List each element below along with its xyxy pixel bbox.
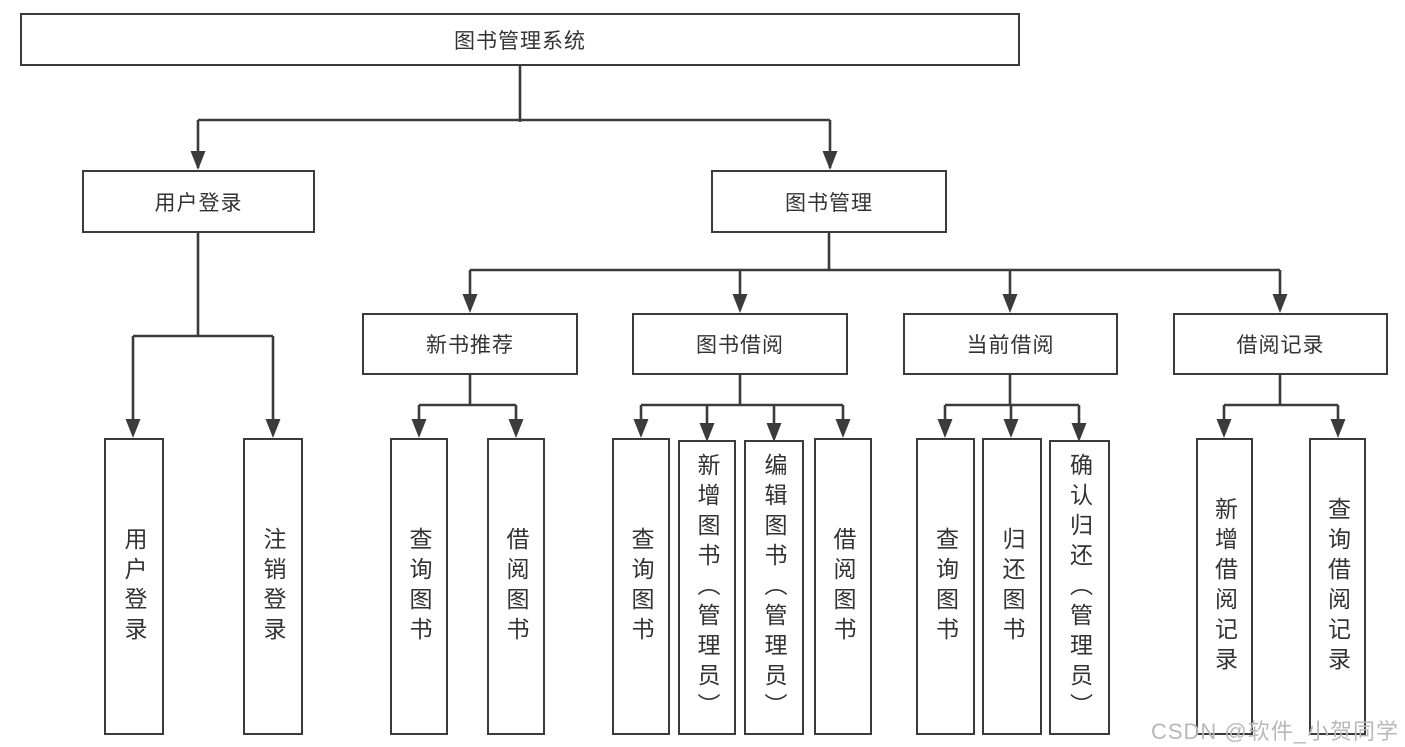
node-label: 借阅图书 <box>830 526 856 647</box>
arrow-down-icon <box>1272 294 1288 313</box>
arrow-down-icon <box>1216 419 1232 438</box>
node-label: 用户登录 <box>121 526 147 647</box>
node-label: 查询图书 <box>932 526 959 647</box>
node-user-login: 用户登录 <box>82 170 315 233</box>
leaf-borrow-books-1: 借阅图书 <box>487 438 545 735</box>
node-label: 查询图书 <box>406 526 432 647</box>
arrow-down-icon <box>699 423 715 442</box>
node-label: 借阅图书 <box>503 526 529 647</box>
node-label: 图书管理 <box>785 191 873 215</box>
arrow-down-icon <box>190 151 206 170</box>
arrow-down-icon <box>462 294 478 313</box>
arrow-down-icon <box>835 419 851 438</box>
leaf-query-books-2: 查询图书 <box>612 438 670 735</box>
arrow-down-icon <box>411 419 427 438</box>
node-new-book-recommend: 新书推荐 <box>362 313 578 375</box>
node-label: 查询图书 <box>628 526 654 647</box>
node-book-borrowing: 图书借阅 <box>632 313 848 375</box>
arrow-down-icon <box>125 419 141 438</box>
node-root: 图书管理系统 <box>20 13 1020 66</box>
node-label: 当前借阅 <box>966 334 1055 357</box>
node-label: 编辑图书（管理员） <box>761 452 787 723</box>
arrow-down-icon <box>1002 294 1018 313</box>
node-label: 用户登录 <box>154 191 243 215</box>
node-book-management: 图书管理 <box>711 170 947 233</box>
leaf-add-borrow-record: 新增借阅记录 <box>1196 438 1253 735</box>
arrow-down-icon <box>265 419 281 438</box>
arrow-down-icon <box>1071 423 1087 442</box>
node-label: 查询借阅记录 <box>1324 496 1351 677</box>
leaf-return-books: 归还图书 <box>982 438 1042 735</box>
leaf-confirm-return-admin: 确认归还（管理员） <box>1049 440 1110 735</box>
leaf-user-login: 用户登录 <box>104 438 164 735</box>
node-label: 确认归还（管理员） <box>1066 452 1093 723</box>
node-label: 图书借阅 <box>696 334 784 357</box>
arrow-down-icon <box>766 423 782 442</box>
arrow-down-icon <box>937 419 953 438</box>
node-label: 借阅记录 <box>1236 334 1325 357</box>
leaf-borrow-books-2: 借阅图书 <box>814 438 872 735</box>
watermark-text: CSDN @软件_小贺同学 <box>1150 719 1399 744</box>
arrow-down-icon <box>732 294 748 313</box>
leaf-query-books-3: 查询图书 <box>916 438 975 735</box>
leaf-edit-books-admin: 编辑图书（管理员） <box>744 440 804 735</box>
leaf-query-borrow-record: 查询借阅记录 <box>1309 438 1366 735</box>
arrow-down-icon <box>1330 419 1346 438</box>
node-label: 新增图书（管理员） <box>694 452 720 723</box>
node-label: 新增借阅记录 <box>1211 496 1238 677</box>
arrow-down-icon <box>633 419 649 438</box>
connector-path <box>131 66 1340 438</box>
node-label: 新书推荐 <box>426 334 514 357</box>
arrow-down-icon <box>822 151 838 170</box>
leaf-add-books-admin: 新增图书（管理员） <box>678 440 736 735</box>
leaf-query-books-1: 查询图书 <box>390 438 448 735</box>
node-label: 注销登录 <box>260 526 286 647</box>
arrow-down-icon <box>508 419 524 438</box>
arrow-down-icon <box>1003 419 1019 438</box>
leaf-logout: 注销登录 <box>243 438 303 735</box>
node-borrowing-records: 借阅记录 <box>1173 313 1388 375</box>
node-current-borrowing: 当前借阅 <box>903 313 1118 375</box>
node-label: 归还图书 <box>999 526 1025 647</box>
node-label: 图书管理系统 <box>454 29 586 53</box>
arrowheads <box>125 151 1346 442</box>
